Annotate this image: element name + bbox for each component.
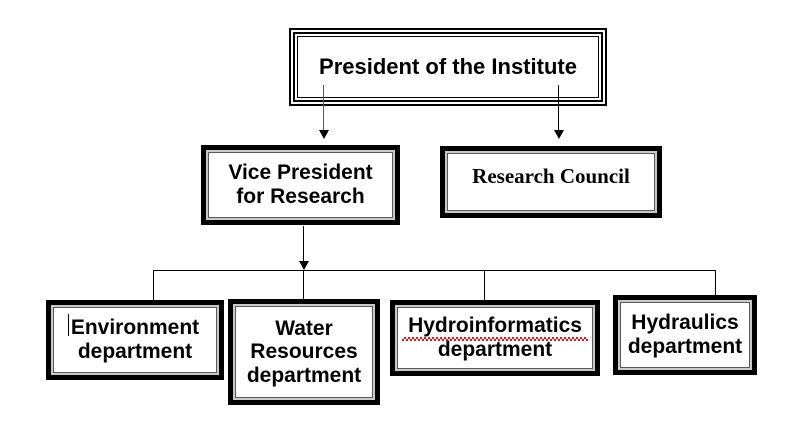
drop-line-water-resources-department [303,270,304,300]
edge-president-to-research-council-arrowhead [554,130,564,139]
node-president[interactable]: President of the Institute [289,28,607,106]
spellcheck-underline-icon [402,337,588,341]
node-research-council[interactable]: Research Council [440,146,662,218]
drop-line-hydraulics-department [715,270,716,296]
drop-line-hydroinformatics-department [484,270,485,301]
node-hydroinformatics-department-label: Hydroinformatics department [408,314,582,361]
node-hydraulics-department-label: Hydraulics department [627,311,743,358]
edge-president-to-vice-president-line [323,85,324,133]
edge-president-to-research-council-line [558,85,559,133]
node-vice-president-research-label: Vice President for Research [228,161,373,208]
node-environment-department-label: Environment department [70,316,200,363]
edge-president-to-vice-president-arrowhead [319,130,329,139]
text-cursor-caret [68,314,69,336]
drop-line-environment-department [153,270,154,301]
node-environment-department[interactable]: Environment department [46,300,224,380]
node-vice-president-research[interactable]: Vice President for Research [201,145,400,225]
node-water-resources-department-label: Water Resources department [246,316,362,387]
node-research-council-label: Research Council [472,164,630,188]
node-hydraulics-department[interactable]: Hydraulics department [613,295,757,375]
node-president-label: President of the Institute [319,53,577,79]
node-water-resources-department[interactable]: Water Resources department [228,299,380,405]
edge-vice-president-to-bus-line [303,226,304,266]
edge-vice-president-to-bus-arrowhead [299,261,309,270]
departments-bus-line [153,270,716,271]
